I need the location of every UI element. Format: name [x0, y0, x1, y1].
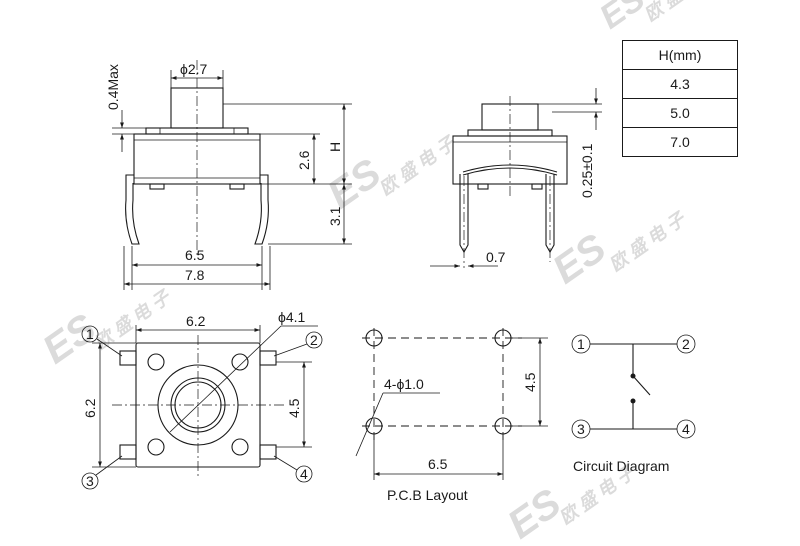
pin-1-label: 1 — [86, 326, 94, 342]
table-header-row: H(mm) — [622, 40, 738, 70]
pin-2-label: 2 — [310, 332, 318, 348]
table-row: 7.0 — [622, 127, 738, 157]
svg-text:欧 盛 电 子: 欧 盛 电 子 — [376, 132, 460, 199]
pin-spacing-label: 4.5 — [286, 398, 302, 418]
stem-max-label: 0.4Max — [105, 64, 121, 110]
pin-thickness-label: 0.7 — [486, 249, 506, 265]
pcb-pitch-vertical-label: 4.5 — [522, 372, 538, 392]
lead-length-label: 3.1 — [327, 206, 343, 226]
pin-4-label: 4 — [300, 466, 308, 482]
table-header-cell: H(mm) — [622, 40, 738, 70]
terminal-3-label: 3 — [577, 421, 585, 437]
bottom-view: 6.2 6.2 4.5 ϕ4.1 1 2 3 4 — [81, 309, 323, 490]
table-row: 4.3 — [622, 69, 738, 99]
table-cell: 5.0 — [622, 98, 738, 128]
terminal-1-label: 1 — [577, 336, 585, 352]
circuit-diagram: 1 2 3 4 Circuit Diagram — [571, 334, 696, 474]
svg-text:欧 盛 电 子: 欧 盛 电 子 — [606, 208, 690, 275]
svg-text:ES: ES — [593, 0, 652, 37]
pcb-layout: 4-ϕ1.0 4.5 6.5 P.C.B Layout — [355, 328, 548, 503]
body-height-label: 2.6 — [296, 150, 312, 170]
pin-3-label: 3 — [86, 473, 94, 489]
height-symbol-label: H — [327, 142, 343, 152]
hole-spec-label: 4-ϕ1.0 — [384, 376, 424, 392]
svg-text:欧 盛 电 子: 欧 盛 电 子 — [641, 0, 725, 25]
table-cell: 7.0 — [622, 127, 738, 157]
pcb-layout-caption: P.C.B Layout — [387, 487, 468, 503]
stem-diameter-label: ϕ2.7 — [180, 61, 208, 77]
table-cell: 4.3 — [622, 69, 738, 99]
overall-width-label: 7.8 — [185, 267, 205, 283]
button-diameter-label: ϕ4.1 — [278, 309, 306, 325]
bottom-height-label: 6.2 — [82, 398, 98, 418]
height-table: H(mm) 4.3 5.0 7.0 — [622, 40, 738, 157]
table-row: 5.0 — [622, 98, 738, 128]
front-view: ϕ2.7 0.4Max H 2.6 3.1 6.5 7.8 — [105, 60, 352, 290]
circuit-diagram-caption: Circuit Diagram — [573, 458, 669, 474]
terminal-4-label: 4 — [682, 421, 690, 437]
pcb-pitch-horizontal-label: 6.5 — [428, 456, 448, 472]
pin-pitch-label: 6.5 — [185, 247, 205, 263]
svg-text:ES: ES — [545, 226, 614, 293]
side-view: 0.25±0.1 0.7 — [430, 88, 602, 268]
bottom-width-label: 6.2 — [186, 313, 206, 329]
tolerance-label: 0.25±0.1 — [579, 143, 595, 198]
terminal-2-label: 2 — [682, 336, 690, 352]
